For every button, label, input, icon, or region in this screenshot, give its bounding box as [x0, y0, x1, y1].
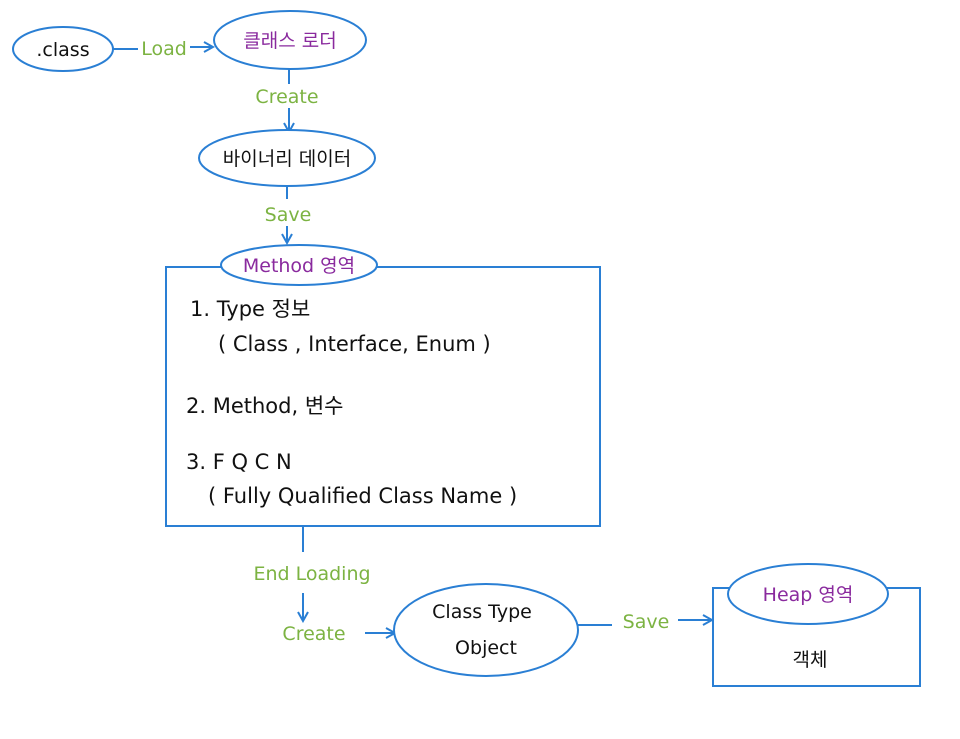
method-area-box: [165, 266, 601, 527]
binary-data-node: [198, 129, 376, 187]
edge-label-save-2: Save: [623, 611, 670, 633]
edge-label-load: Load: [141, 38, 187, 60]
class-loader-node: [213, 10, 367, 70]
method-area-title-node: [220, 244, 378, 286]
edge-label-save-1: Save: [265, 204, 312, 226]
method-item-2: 2. Method, 변수: [186, 394, 343, 418]
class-file-label: .class: [36, 39, 89, 61]
edge-label-end-loading: End Loading: [253, 563, 370, 585]
method-area-title: Method 영역: [243, 255, 355, 277]
method-item-1-line1: 1. Type 정보: [190, 297, 310, 321]
class-type-object-label-line1: Class Type: [432, 601, 532, 623]
class-file-node: [12, 26, 114, 72]
method-item-3-line1: 3. F Q C N: [186, 450, 292, 474]
class-loader-label: 클래스 로더: [243, 30, 336, 52]
heap-object-label: 객체: [793, 649, 828, 671]
class-type-object-label-line2: Object: [455, 637, 517, 659]
edge-label-create-2: Create: [282, 623, 345, 645]
heap-area-title: Heap 영역: [763, 584, 854, 606]
binary-data-label: 바이너리 데이터: [223, 148, 351, 170]
method-item-1-line2: ( Class , Interface, Enum ): [218, 332, 491, 356]
class-type-object-node: [393, 583, 579, 677]
heap-area-title-node: [727, 563, 889, 625]
method-item-3-line2: ( Fully Qualified Class Name ): [208, 484, 517, 508]
edge-label-create-1: Create: [255, 86, 318, 108]
